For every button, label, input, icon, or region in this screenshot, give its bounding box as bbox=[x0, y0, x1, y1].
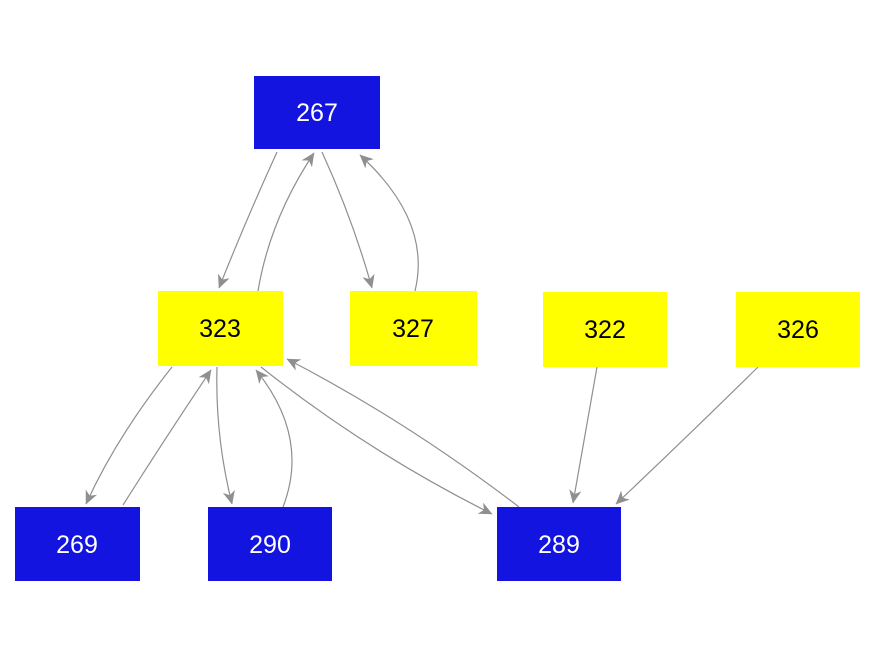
node-323-box bbox=[158, 291, 283, 366]
node-267-box bbox=[254, 76, 380, 149]
node-269-label: 269 bbox=[56, 531, 98, 559]
node-289: 289 bbox=[497, 507, 621, 581]
node-269: 269 bbox=[15, 507, 140, 581]
node-326-label: 326 bbox=[777, 316, 819, 344]
edge-323-to-267 bbox=[257, 152, 315, 292]
edge-290-to-323 bbox=[255, 369, 293, 508]
node-layer: 267 323 327 322 326 269 bbox=[15, 76, 860, 581]
edge-323-to-290 bbox=[216, 366, 235, 505]
edge-267-to-323 bbox=[218, 151, 278, 289]
node-290: 290 bbox=[208, 507, 332, 581]
node-289-label: 289 bbox=[538, 531, 580, 559]
node-323-label: 323 bbox=[199, 315, 241, 343]
edge-289-to-323 bbox=[286, 358, 520, 508]
node-267-label: 267 bbox=[296, 99, 338, 127]
node-290-box bbox=[208, 507, 332, 581]
node-323: 323 bbox=[158, 291, 283, 366]
node-326-box bbox=[736, 292, 860, 367]
node-327: 327 bbox=[350, 291, 477, 366]
edge-269-to-323 bbox=[122, 369, 212, 506]
node-289-box bbox=[497, 507, 621, 581]
edge-322-to-289 bbox=[569, 366, 598, 504]
node-290-label: 290 bbox=[249, 531, 291, 559]
node-322-label: 322 bbox=[584, 316, 626, 344]
node-327-label: 327 bbox=[392, 315, 434, 343]
node-327-box bbox=[350, 291, 477, 366]
edge-323-to-289 bbox=[260, 366, 493, 515]
edge-323-to-269 bbox=[85, 366, 173, 505]
edge-326-to-289 bbox=[615, 366, 759, 505]
edge-layer bbox=[85, 151, 759, 515]
node-322: 322 bbox=[543, 292, 667, 367]
node-322-box bbox=[543, 292, 667, 367]
node-267: 267 bbox=[254, 76, 380, 149]
edge-267-to-327 bbox=[321, 151, 375, 289]
node-326: 326 bbox=[736, 292, 860, 367]
node-269-box bbox=[15, 507, 140, 581]
edge-327-to-267 bbox=[359, 154, 419, 292]
